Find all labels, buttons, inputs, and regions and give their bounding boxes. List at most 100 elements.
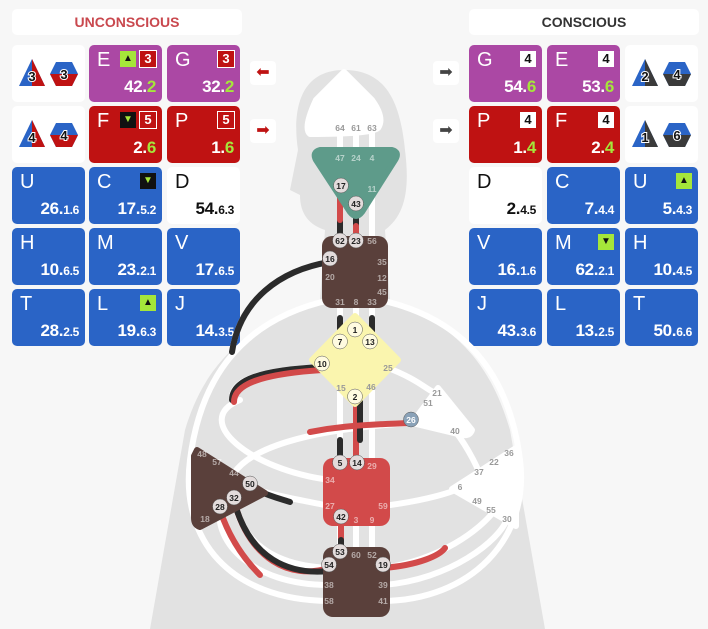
active-channel bbox=[231, 498, 332, 575]
color-number: 5 bbox=[72, 325, 80, 339]
gate-5: 5 bbox=[338, 458, 343, 468]
planet-card-v[interactable]: V 17.6.5 bbox=[167, 228, 240, 285]
sacral-shape bbox=[323, 458, 390, 526]
unconscious-header: UNCONSCIOUS bbox=[12, 9, 242, 35]
gate-number: 43 bbox=[497, 321, 516, 340]
planet-letter: G bbox=[477, 49, 493, 71]
gate-11: 11 bbox=[368, 184, 377, 194]
arrow-right-icon: ➡ bbox=[433, 119, 459, 143]
planet-letter: V bbox=[175, 232, 189, 254]
gate-39: 39 bbox=[378, 580, 388, 590]
gate-value: 16.1.6 bbox=[497, 260, 536, 279]
gate-17: 17 bbox=[336, 181, 346, 191]
gate-number: 50 bbox=[653, 321, 672, 340]
gate-28: 28 bbox=[215, 502, 225, 512]
arrow-up-icon: ▲ bbox=[140, 295, 156, 311]
gate-13-marker bbox=[362, 333, 378, 350]
planet-letter: T bbox=[633, 293, 646, 315]
gate-3: 3 bbox=[354, 515, 359, 525]
color-number: 6 bbox=[529, 325, 537, 339]
color-number: 5 bbox=[607, 325, 615, 339]
channel bbox=[231, 498, 332, 571]
channel bbox=[216, 507, 332, 588]
icon-right-number: 4 bbox=[673, 67, 681, 82]
color-number: 3 bbox=[227, 203, 235, 217]
gate-37: 37 bbox=[474, 467, 484, 477]
profile-icons: 1 6 bbox=[625, 106, 698, 163]
gate-33: 33 bbox=[367, 297, 377, 307]
gate-14: 14 bbox=[352, 458, 362, 468]
arrow-down-icon: ▼ bbox=[598, 234, 614, 250]
gate-30: 30 bbox=[502, 514, 512, 524]
line-number: 4 bbox=[604, 138, 614, 157]
icon-right-number: 6 bbox=[673, 128, 680, 143]
gate-17-marker bbox=[333, 177, 349, 194]
gate-50-marker bbox=[242, 475, 258, 492]
gate-number: 62 bbox=[575, 260, 594, 279]
gate-value: 32.2 bbox=[202, 77, 234, 96]
exaltation-box: 5 bbox=[217, 111, 235, 129]
gate-value: 17.5.2 bbox=[117, 199, 157, 218]
gate-value: 10.6.5 bbox=[40, 260, 79, 279]
planet-letter: P bbox=[175, 110, 189, 132]
active-channel bbox=[231, 367, 325, 405]
planet-letter: L bbox=[555, 293, 567, 315]
line-number: 2 bbox=[598, 325, 605, 339]
gate-58: 58 bbox=[324, 596, 334, 606]
head-shape bbox=[304, 69, 384, 137]
gate-28-marker bbox=[212, 498, 228, 515]
gate-23: 23 bbox=[351, 236, 361, 246]
gate-22: 22 bbox=[489, 457, 499, 467]
gate-value: 26.1.6 bbox=[40, 199, 79, 218]
arrow-right-icon: ➡ bbox=[433, 61, 459, 85]
color-number: 1 bbox=[607, 264, 615, 278]
gate-15: 15 bbox=[336, 383, 346, 393]
gate-2: 2 bbox=[353, 392, 358, 402]
gate-value: 17.6.5 bbox=[195, 260, 234, 279]
gate-value: 2.4 bbox=[591, 138, 614, 157]
gate-27: 27 bbox=[325, 501, 335, 511]
exaltation-box: 4 bbox=[598, 112, 614, 128]
gate-20: 20 bbox=[325, 272, 335, 282]
gate-7: 7 bbox=[338, 337, 343, 347]
gate-value: 2.6 bbox=[133, 138, 156, 157]
color-number: 2 bbox=[149, 203, 157, 217]
line-number: 4 bbox=[526, 138, 536, 157]
gate-25: 25 bbox=[383, 363, 393, 373]
gate-34: 34 bbox=[325, 475, 335, 485]
planet-letter: U bbox=[633, 171, 648, 193]
line-number: 2 bbox=[224, 77, 234, 96]
gate-value: 62.2.1 bbox=[575, 260, 615, 279]
gate-47: 47 bbox=[335, 153, 345, 163]
active-channel bbox=[380, 545, 448, 571]
exaltation-box: 5 bbox=[139, 111, 157, 129]
color-number: 5 bbox=[529, 203, 537, 217]
planet-letter: F bbox=[555, 110, 568, 132]
